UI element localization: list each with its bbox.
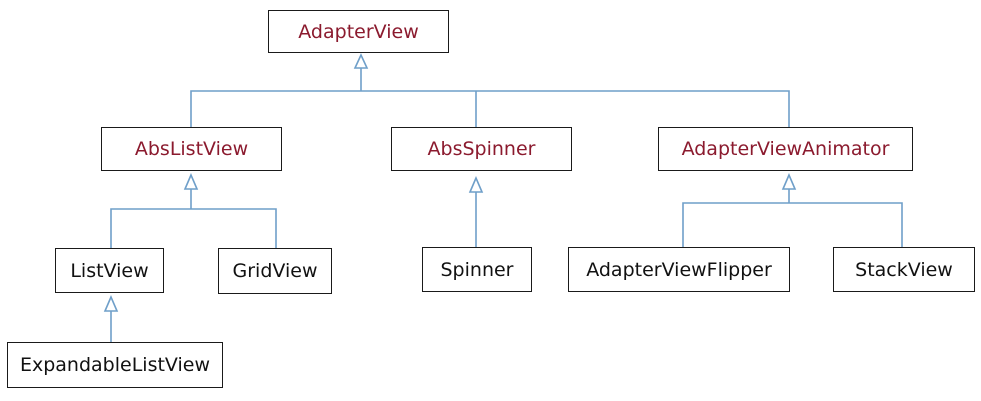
edge-flipper-to-animator: [682, 202, 903, 247]
node-abslistview: AbsListView: [101, 127, 282, 171]
node-adapterviewflipper: AdapterViewFlipper: [568, 247, 790, 292]
node-label: AdapterViewFlipper: [586, 258, 772, 281]
node-expandablelistview: ExpandableListView: [7, 342, 223, 388]
node-label: ListView: [70, 259, 149, 282]
node-listview: ListView: [55, 248, 164, 293]
node-adapterview: AdapterView: [268, 10, 449, 53]
edge-abslistview-to-adapterview: [190, 90, 790, 127]
node-label: GridView: [232, 260, 318, 282]
node-absspinner: AbsSpinner: [391, 127, 572, 171]
node-label: AbsListView: [134, 138, 249, 160]
inheritance-arrowhead-adapterview: [353, 53, 369, 69]
node-label: AdapterViewAnimator: [681, 138, 890, 160]
node-label: Spinner: [440, 258, 514, 281]
node-label: AdapterView: [298, 20, 419, 43]
inheritance-arrowhead-animator: [781, 172, 797, 190]
node-gridview: GridView: [218, 248, 332, 294]
node-stackview: StackView: [833, 247, 975, 292]
edge-listview-to-abslistview: [110, 208, 277, 248]
node-spinner: Spinner: [422, 247, 532, 292]
node-label: StackView: [855, 258, 953, 281]
inheritance-arrowhead-absspinner: [468, 175, 484, 193]
node-label: ExpandableListView: [19, 354, 211, 376]
inheritance-arrowhead-listview: [103, 294, 119, 312]
node-adapterviewanimator: AdapterViewAnimator: [658, 127, 913, 171]
node-label: AbsSpinner: [427, 138, 536, 160]
inheritance-arrowhead-abslistview: [183, 172, 199, 190]
